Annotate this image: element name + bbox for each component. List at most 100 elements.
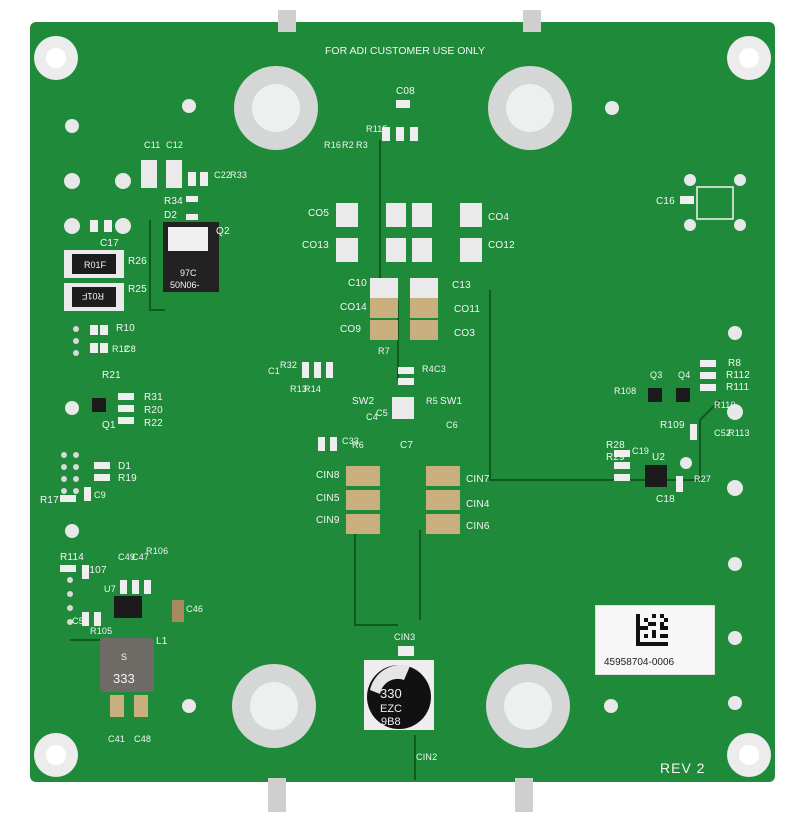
des-c47: C47	[132, 552, 150, 562]
output-cap-pads	[141, 160, 482, 262]
des-r107: R107	[82, 565, 107, 576]
des-c8: C8	[124, 344, 136, 354]
des-r17: R17	[40, 495, 59, 506]
des-c18: C18	[656, 494, 675, 505]
shunt-resistors	[64, 250, 124, 311]
des-co4: CO4	[488, 212, 510, 223]
inductor-l1	[100, 638, 154, 692]
can-code: EZC	[380, 703, 402, 715]
des-r113: R113	[728, 428, 750, 438]
des-r109: R109	[660, 420, 685, 431]
des-c9: C9	[94, 490, 106, 500]
des-c5: C5	[376, 408, 388, 418]
des-cin7: CIN7	[466, 474, 490, 485]
des-cin8: CIN8	[316, 470, 340, 481]
edge-connector-bottom-right	[515, 778, 533, 812]
shunt-mark-1: R01F	[84, 260, 107, 270]
q2-tab	[168, 227, 208, 251]
des-co12: CO12	[488, 240, 515, 251]
des-r6: R6	[352, 440, 364, 450]
des-c16: C16	[656, 196, 675, 207]
power-terminals	[232, 66, 572, 748]
des-co14: CO14	[340, 302, 367, 313]
des-r33: R33	[230, 170, 248, 180]
des-c41: C41	[108, 734, 126, 744]
q2-mark-line2: 97C	[180, 268, 197, 278]
des-r28: R28	[606, 440, 625, 451]
inductor-l1-sub: S	[121, 652, 127, 662]
des-r3: R3	[356, 140, 368, 150]
des-c10: C10	[348, 278, 367, 289]
des-r29: R29	[606, 452, 625, 463]
des-r14: R14	[304, 384, 322, 394]
edge-connector-bottom-left	[268, 778, 286, 812]
des-r5: R5	[426, 396, 438, 406]
des-r25: R25	[128, 284, 147, 295]
des-c7: C7	[400, 440, 414, 451]
des-r12: R12	[112, 344, 130, 354]
shunt-mark-2: R01F	[81, 291, 104, 301]
des-q2: Q2	[216, 226, 230, 237]
des-cin6: CIN6	[466, 521, 490, 532]
des-r10: R10	[116, 323, 135, 334]
des-co11: CO11	[454, 304, 481, 315]
des-r27: R27	[694, 474, 712, 484]
des-r13: R13	[290, 384, 308, 394]
small-passives	[60, 100, 716, 656]
des-c6: C6	[446, 420, 458, 430]
des-c4: C4	[366, 412, 378, 422]
des-r112: R112	[726, 370, 750, 381]
des-co9: CO9	[340, 324, 362, 335]
des-co3: CO3	[454, 328, 476, 339]
des-cin9: CIN9	[316, 515, 340, 526]
des-c1: C1	[268, 366, 280, 376]
des-r2: R2	[342, 140, 354, 150]
header-footprint	[696, 186, 734, 220]
des-co13: CO13	[302, 240, 329, 251]
q3-chip	[648, 388, 662, 402]
des-u7: U7	[104, 584, 116, 594]
pin-header	[61, 326, 79, 625]
des-c3: C3	[434, 364, 446, 374]
u7-chip	[114, 596, 142, 618]
des-r16: R16	[324, 140, 342, 150]
des-r106: R106	[146, 546, 169, 556]
q4-chip	[676, 388, 690, 402]
des-c52: C52	[714, 428, 732, 438]
des-cin2: CIN2	[416, 752, 438, 762]
des-c46: C46	[186, 604, 204, 614]
can-value: 330	[380, 686, 402, 701]
des-d2: D2	[164, 210, 178, 221]
des-u2: U2	[652, 452, 666, 463]
des-cin3: CIN3	[394, 632, 416, 642]
des-q3: Q3	[650, 370, 663, 380]
des-c51: C51	[72, 616, 90, 626]
barcode-number: 45958704-0006	[604, 657, 675, 668]
des-c11: C11	[144, 140, 161, 150]
des-r105: R105	[90, 626, 113, 636]
mounting-holes	[34, 36, 771, 777]
des-c49: C49	[118, 552, 136, 562]
des-q1: Q1	[102, 420, 116, 431]
edge-connector-top-left	[278, 10, 296, 32]
des-r19: R19	[118, 473, 137, 484]
des-l1: L1	[156, 636, 168, 647]
des-q4: Q4	[678, 370, 691, 380]
des-r7: R7	[378, 346, 390, 356]
des-r8: R8	[728, 358, 742, 369]
electrolytic-stripe	[370, 664, 410, 694]
edge-connector-top-right	[523, 10, 541, 32]
des-c13: C13	[452, 280, 471, 291]
des-d1: D1	[118, 461, 132, 472]
des-r34: R34	[164, 196, 183, 207]
barcode-label: 45958704-0006	[595, 605, 715, 675]
des-cin4: CIN4	[466, 499, 490, 510]
main-ic	[392, 397, 414, 419]
des-r4: R4	[422, 364, 434, 374]
des-r32: R32	[280, 360, 298, 370]
des-c19: C19	[632, 446, 650, 456]
des-r110: R110	[714, 400, 736, 410]
des-r26: R26	[128, 256, 147, 267]
des-r108: R108	[614, 386, 637, 396]
